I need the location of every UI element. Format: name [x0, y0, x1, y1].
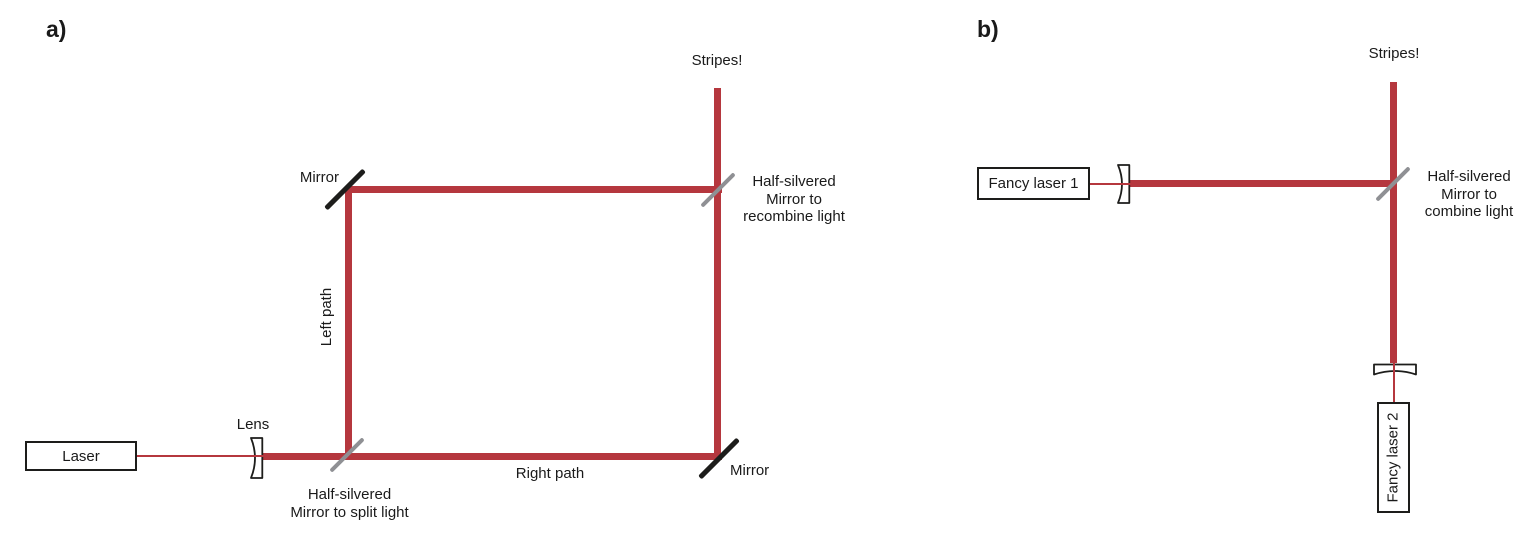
combiner-label-line2: Mirror to [1441, 185, 1497, 203]
mirror-top-left-label: Mirror [299, 169, 339, 186]
combiner-label-line1: Half-silvered [1427, 168, 1511, 185]
diverging-lens-2-icon [1373, 363, 1417, 376]
fancy-laser-1-label: Fancy laser 1 [988, 175, 1079, 192]
beam-b-through-lens1 [1116, 183, 1131, 185]
splitter-label: Half-silvered Mirror to split light [269, 486, 430, 521]
combiner-label: Half-silvered Mirror to combine light [1399, 168, 1536, 221]
beam-a-laser-to-lens [137, 455, 253, 457]
fancy-laser-2-label: Fancy laser 2 [1385, 412, 1403, 503]
diverging-lens-icon [250, 437, 264, 479]
fancy-laser-1-box: Fancy laser 1 [977, 167, 1090, 200]
laser-box: Laser [25, 441, 137, 471]
stripes-a-label: Stripes! [691, 52, 743, 69]
beam-a-left-path-vertical [345, 186, 352, 460]
beam-b-vertical [1390, 82, 1397, 363]
recombiner-label-line1: Half-silvered [752, 173, 836, 190]
combiner-label-line3: combine light [1424, 203, 1514, 220]
beam-b-laser1-to-lens [1090, 183, 1118, 185]
mirror-bottom-right-label: Mirror [730, 462, 770, 479]
recombiner-label-line3: recombine light [743, 208, 845, 225]
laser-box-label: Laser [62, 447, 100, 465]
beam-a-right-path-vertical [714, 88, 721, 460]
beam-b-horizontal [1130, 180, 1397, 187]
beam-a-through-lens [249, 455, 264, 457]
splitter-label-line1: Half-silvered [307, 486, 392, 503]
splitter-label-line2: Mirror to split light [290, 503, 409, 521]
right-path-label: Right path [515, 465, 585, 482]
panel-a-label: a) [46, 16, 67, 42]
left-path-label: Left path [318, 287, 335, 347]
recombiner-label-line2: Mirror to [766, 190, 822, 208]
stripes-b-label: Stripes! [1368, 45, 1420, 62]
recombiner-label: Half-silvered Mirror to recombine light [724, 173, 864, 226]
fancy-laser-2-box: Fancy laser 2 [1377, 402, 1410, 513]
panel-b-label: b) [977, 16, 999, 42]
beam-a-top-horizontal [345, 186, 722, 193]
beam-a-bottom-horizontal [262, 453, 722, 460]
beam-b-through-lens2 [1393, 363, 1395, 376]
lens-label: Lens [236, 416, 270, 433]
beam-b-lens-to-laser2 [1393, 374, 1395, 403]
